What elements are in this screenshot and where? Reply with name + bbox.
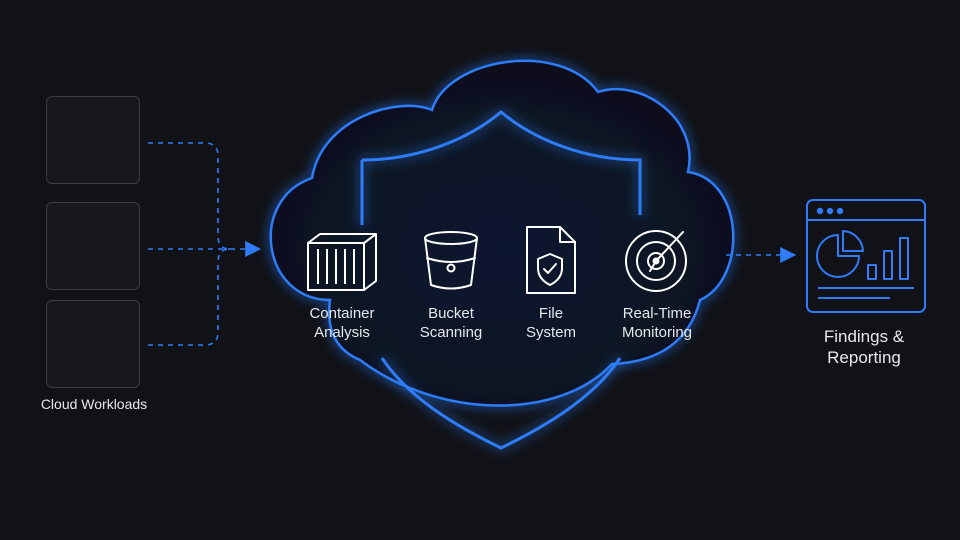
sources-label: Cloud Workloads	[40, 396, 148, 412]
secure-file-icon	[526, 226, 576, 294]
capability-line2: Monitoring	[621, 323, 693, 341]
capability-bucket-scanning: Bucket Scanning	[391, 305, 511, 343]
capability-file-system: File System	[491, 305, 611, 343]
radar-target-icon	[625, 230, 687, 292]
dashboard-report-icon	[806, 199, 926, 313]
source-box-container	[46, 202, 140, 290]
bucket-icon	[424, 231, 478, 290]
source-connectors	[148, 142, 262, 346]
capability-container-analysis: Container Analysis	[282, 305, 402, 343]
capability-line1: File	[538, 305, 564, 322]
source-box-cloud-upload	[46, 96, 140, 184]
shield-outline	[360, 110, 642, 450]
cloud-outline	[269, 59, 735, 407]
capability-real-time-monitoring: Real-Time Monitoring	[597, 305, 717, 343]
capability-line1: Real-Time	[622, 305, 692, 322]
output-line1: Findings &	[823, 327, 905, 346]
capability-line2: Scanning	[419, 323, 483, 341]
capability-line2: Analysis	[314, 323, 370, 341]
output-label: Findings & Reporting	[784, 326, 944, 369]
container-analysis-icon	[307, 233, 377, 291]
capability-line1: Bucket	[428, 305, 474, 322]
capability-line2: System	[525, 323, 576, 341]
capability-line1: Container	[309, 305, 375, 322]
source-box-kubernetes	[46, 300, 140, 388]
output-line2: Reporting	[827, 348, 901, 368]
